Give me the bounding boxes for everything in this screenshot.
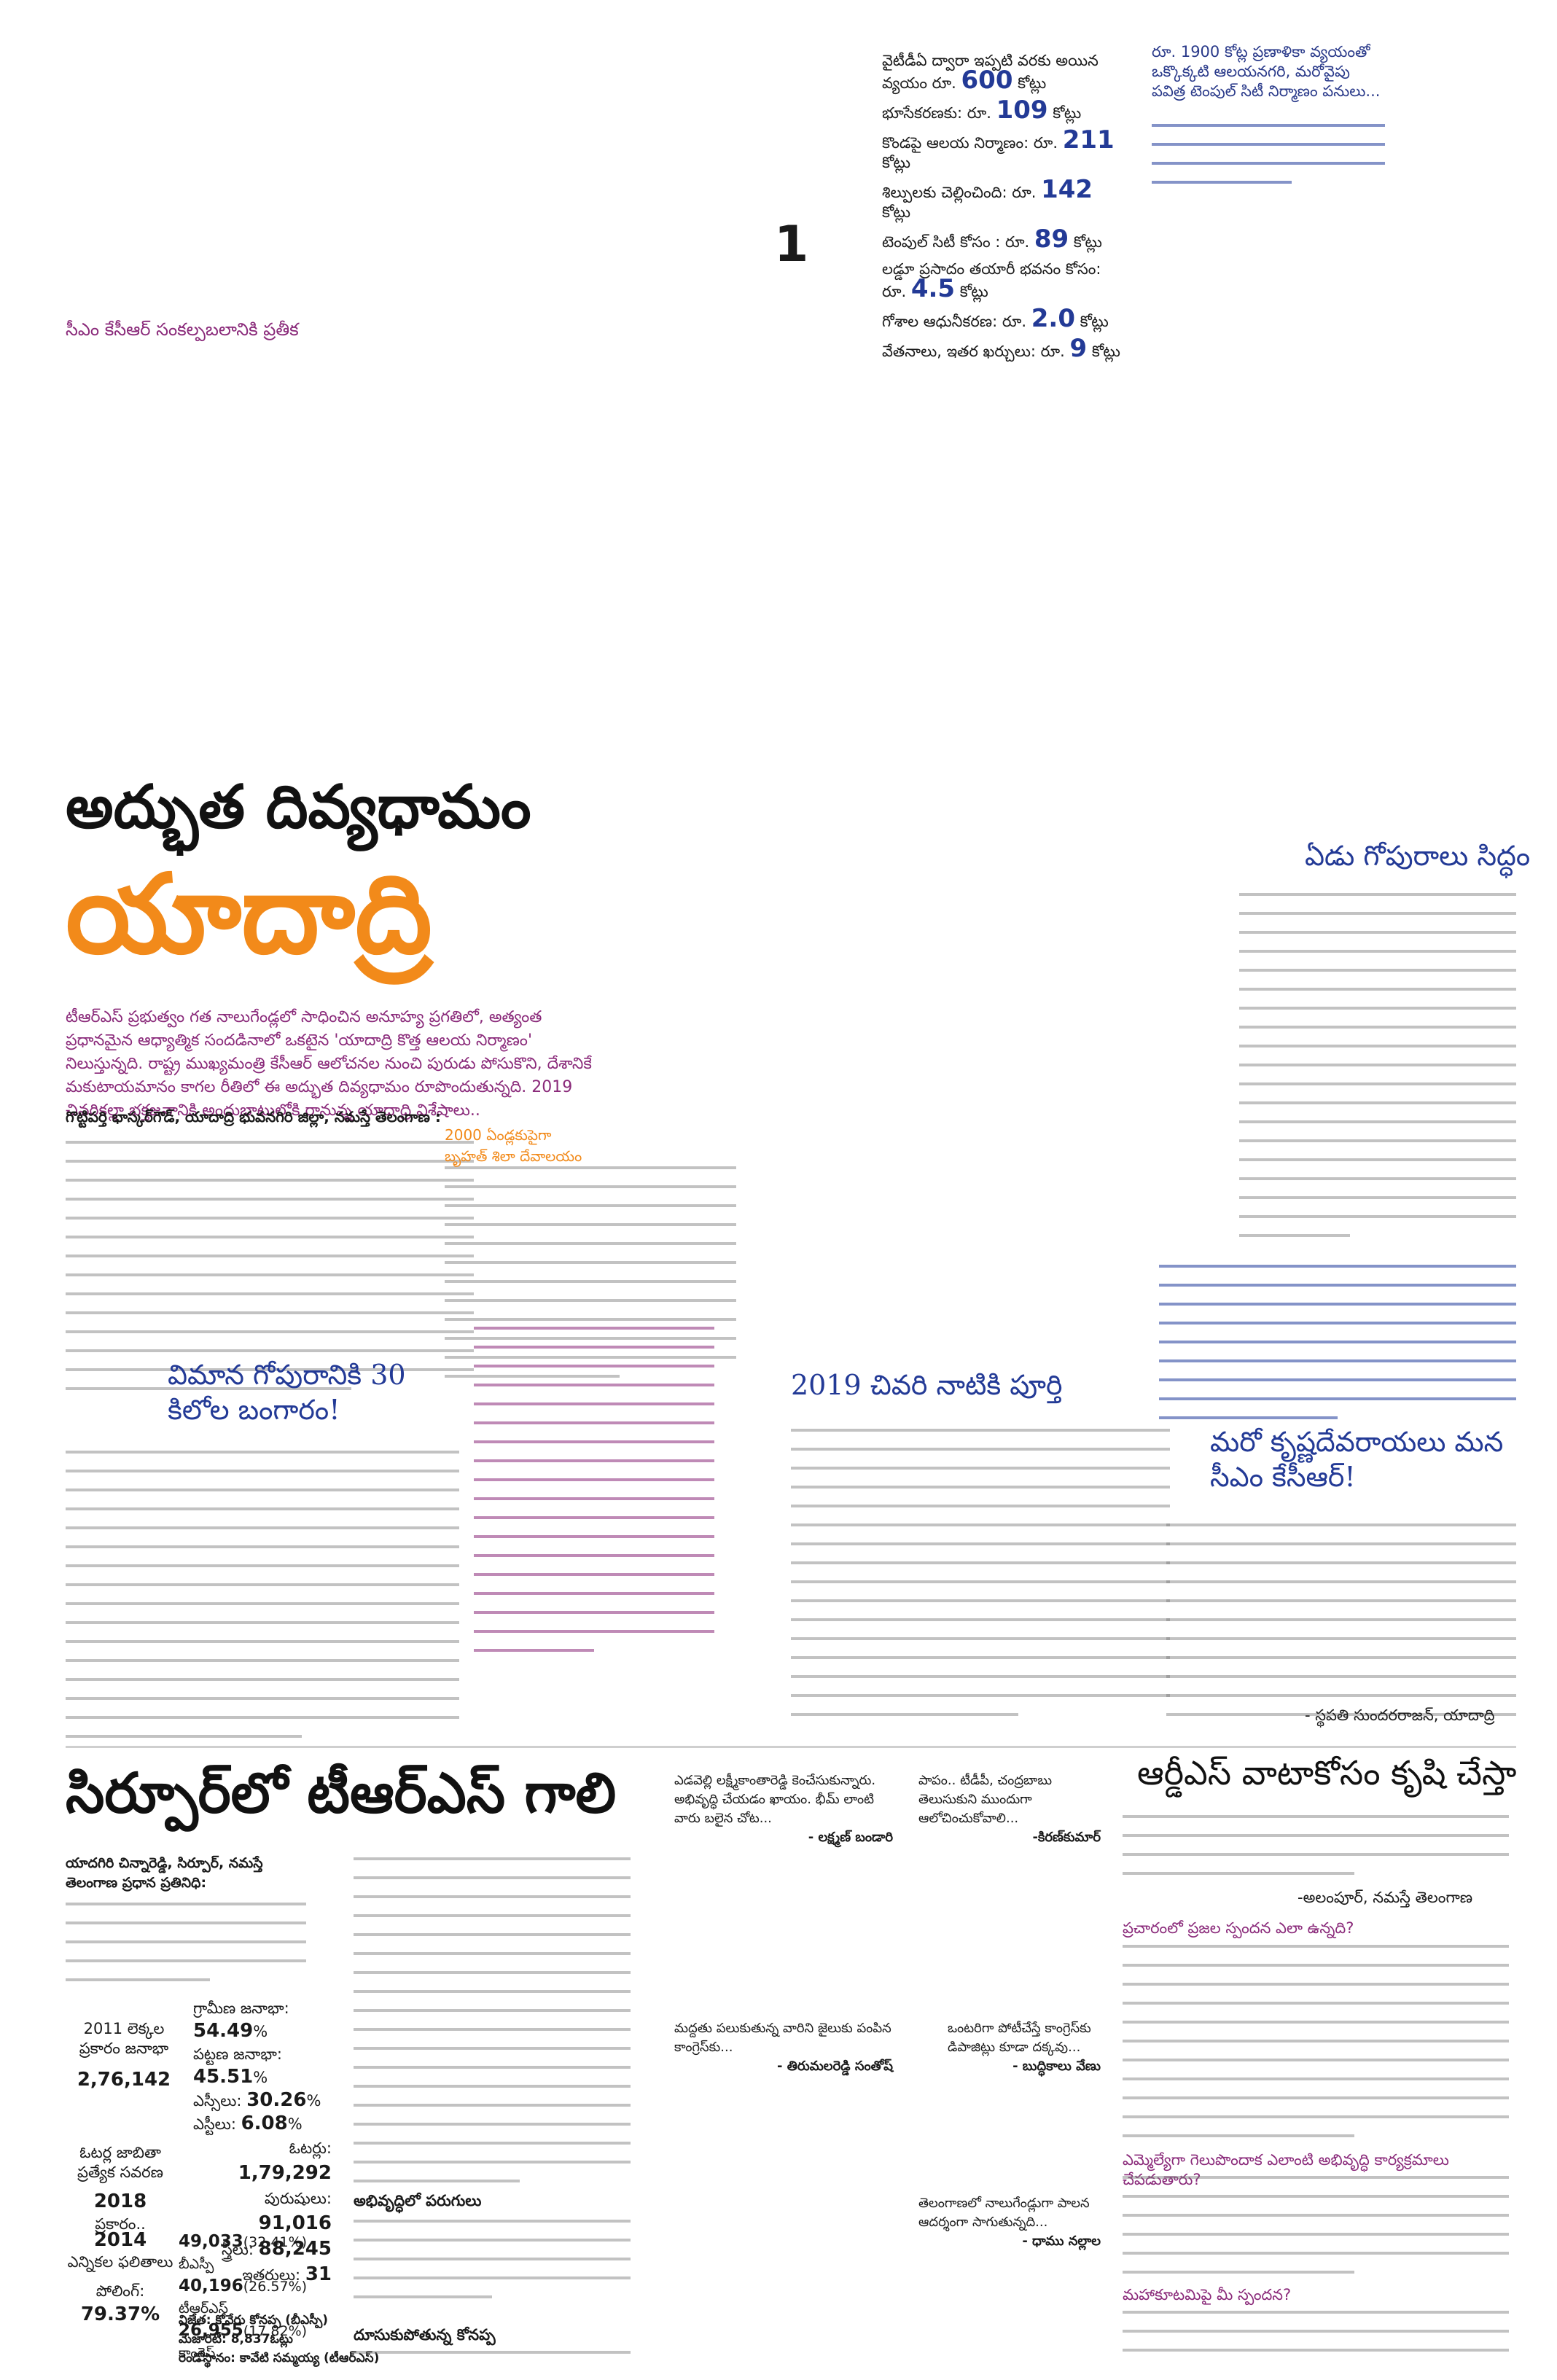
interview-headline: ఆర్డీఎస్‌ వాటాకోసం కృషి చేస్తా [1137,1753,1517,1792]
interview-credit: -అలంపూర్‌, నమస్తే తెలంగాణ [1298,1889,1473,1906]
quote-box: పాపం.. టీడీపీ, చంద్రబాబు తెలుసుకుని ముంద… [918,1773,1101,1845]
quote-box: ఎడవెల్లి లక్ష్మీకాంతారెడ్డి కెంచేసుకున్న… [674,1773,893,1845]
gopurams-body [1239,893,1516,1253]
article-col-1 [66,1141,474,1406]
sirpur-byline: యాదగిరి చిన్నారెడ్డి, సిర్పూర్‌, నమస్తే … [66,1855,263,1891]
krishna-body [1166,1523,1516,1732]
dev-subhead: అభివృద్ధిలో పరుగులు [354,2192,482,2209]
demographics: గ్రామీణ జనాభా: 54.49% పట్టణ జనాభా: 45.51… [193,1997,332,2136]
interview-q1: ప్రచారంలో ప్రజల స్పందన ఎలా ఉన్నది? [1123,1919,1354,1937]
dev-body [354,2220,631,2314]
census-label: 2011 లెక్కల ప్రకారం జనాభా [79,2020,169,2057]
byline: గొట్టిపర్తి భాస్కర్‌గౌడ్‌, యాదాద్రి భువన… [66,1108,441,1125]
cost-item: వేతనాలు, ఇతర ఖర్చులు: రూ. 9 కోట్లు [882,334,1120,363]
interview-q3: మహాకూటమిపై మీ స్పందన? [1123,2286,1292,2303]
voters-year: 2018 [93,2190,147,2212]
interview-a2 [1123,2176,1509,2290]
masthead-title: యాదాద్రి [66,851,432,978]
interview-a3 [1123,2311,1509,2368]
result-row: 49,033(32.41%) బీఎస్పీ [179,2232,308,2272]
results-list: 49,033(32.41%) బీఎస్పీ 40,196(26.57%) టీ… [179,2231,346,2364]
men-voters: పురుషులు: 91,016 [258,2190,332,2234]
census-value: 2,76,142 [77,2069,171,2091]
work-subhead: దూసుకుపోతున్న కోనప్ప [354,2326,496,2344]
rural-row: గ్రామీణ జనాభా: 54.49% [193,1999,289,2042]
gopurams-subhead: ఏడు గోపురాలు సిద్ధం [1305,840,1531,872]
sirpur-headline: సిర్పూర్‌లో టీఆర్‌ఎస్‌ గాలి [66,1760,617,1825]
cost-item: టెంపుల్‌ సిటీ కోసం : రూ. 89 కోట్లు [882,225,1102,254]
urban-row: పట్టణ జనాభా: 45.51% [193,2045,282,2088]
side-intro: రూ. 1900 కోట్ల ప్రణాళికా వ్యయంతో ఒక్కొక్… [1152,43,1381,100]
quote-box: ఒంటరిగా పోటీచేస్తే కాంగ్రెస్‌కు డిపాజిట్… [948,2021,1101,2074]
total-voters: ఓటర్లు: 1,79,292 [238,2139,332,2184]
kicker: అద్భుత దివ్యధామం [66,773,531,842]
result-row: 40,196(26.57%) టీఆర్‌ఎస్‌ [179,2276,308,2317]
winner-box: విజేత: కోనేరు కోనప్ప (బీఎస్పీ) మెజారిటీ:… [179,2313,380,2365]
cost-item: భూసేకరణకు: రూ. 109 కోట్లు [882,95,1082,125]
voters-suffix: ప్రకారం.. [95,2215,146,2233]
finish-subhead: 2019 చివరి నాటికి పూర్తి [791,1369,1063,1401]
other-voters: ఇతరులు: 31 [242,2263,332,2285]
gopurams-body-2 [1159,1265,1516,1435]
intro-paragraph: టీఆర్‌ఎస్‌ ప్రభుత్వం గత నాలుగేండ్లలో సాధ… [66,1008,592,1120]
cost-item: గోశాల ఆధునీకరణ: రూ. 2.0 కోట్లు [882,304,1109,333]
cost-item: లడ్డూ ప్రసాదం తయారీ భవనం కోసం: రూ. 4.5 క… [882,260,1101,303]
gold-subhead: విమాన గోపురానికి 30 కిలోల బంగారం! [168,1359,406,1426]
sc-row: ఎస్సీలు: 30.26% [193,2089,321,2111]
stone-temple-subhead: 2000 ఏండ్లకుపైగా బృహత్‌ శిలా దేవాలయం [445,1126,582,1165]
voters-label: ఓటర్ల జాబితా ప్రత్యేక సవరణ [77,2144,163,2181]
sirpur-col-2 [354,1857,631,2198]
quote-box: తెలంగాణలో నాలుగేండ్లుగా పాలన ఆదర్శంగా సా… [918,2196,1101,2249]
page-number: 1 [774,216,809,273]
work-body [354,2351,631,2370]
krishna-credit: - స్థపతి సుందరరాజన్‌, యాదాద్రి [1305,1706,1495,1724]
polling-value: 79.37% [80,2303,160,2325]
quote-box: మద్దతు పలుకుతున్న వారిని జైలుకు పంపిన కా… [674,2021,893,2074]
women-voters: స్త్రీలు: 88,245 [221,2238,332,2260]
cost-item: కొండపై ఆలయ నిర్మాణం: రూ. 211 కోట్లు [882,125,1115,171]
cm-tagline: సీఎం కేసీఆర్‌ సంకల్పబలానికి ప్రతీక [66,319,299,340]
krishna-subhead: మరో కృష్ణదేవరాయలు మన సీఎం కేసీఆర్‌! [1210,1426,1504,1493]
sirpur-lead [66,1903,306,1997]
cost-item: వైటీడీఏ ద్వారా ఇప్పటి వరకు అయిన వ్యయం రూ… [882,52,1099,95]
interview-lead [1123,1815,1509,1891]
finish-body [791,1429,1170,1732]
st-row: ఎస్టీలు: 6.08% [193,2112,303,2134]
article-col-2 [445,1166,736,1394]
result-row: 26,955(17.82%) కాంగ్రెస్‌ [179,2321,308,2361]
cost-list: వైటీడీఏ ద్వారా ఇప్పటి వరకు అయిన వ్యయం రూ… [882,51,1123,362]
gold-col-1 [66,1451,459,1754]
interview-q2: ఎమ్మెల్యేగా గెలుపొందాక ఎలాంటి అభివృద్ధి … [1123,2151,1449,2188]
voter-stats: ఓటర్లు: 1,79,292 పురుషులు: 91,016 స్త్రీ… [208,2136,332,2287]
cost-item: శిల్పులకు చెల్లించింది: రూ. 142 కోట్లు [882,175,1093,221]
polling-label: పోలింగ్‌: [95,2282,145,2300]
results-label: ఎన్నికల ఫలితాలు [67,2253,173,2271]
gold-col-2 [474,1327,714,1668]
results-year: 2014 [93,2229,147,2251]
interview-a1 [1123,1945,1509,2153]
